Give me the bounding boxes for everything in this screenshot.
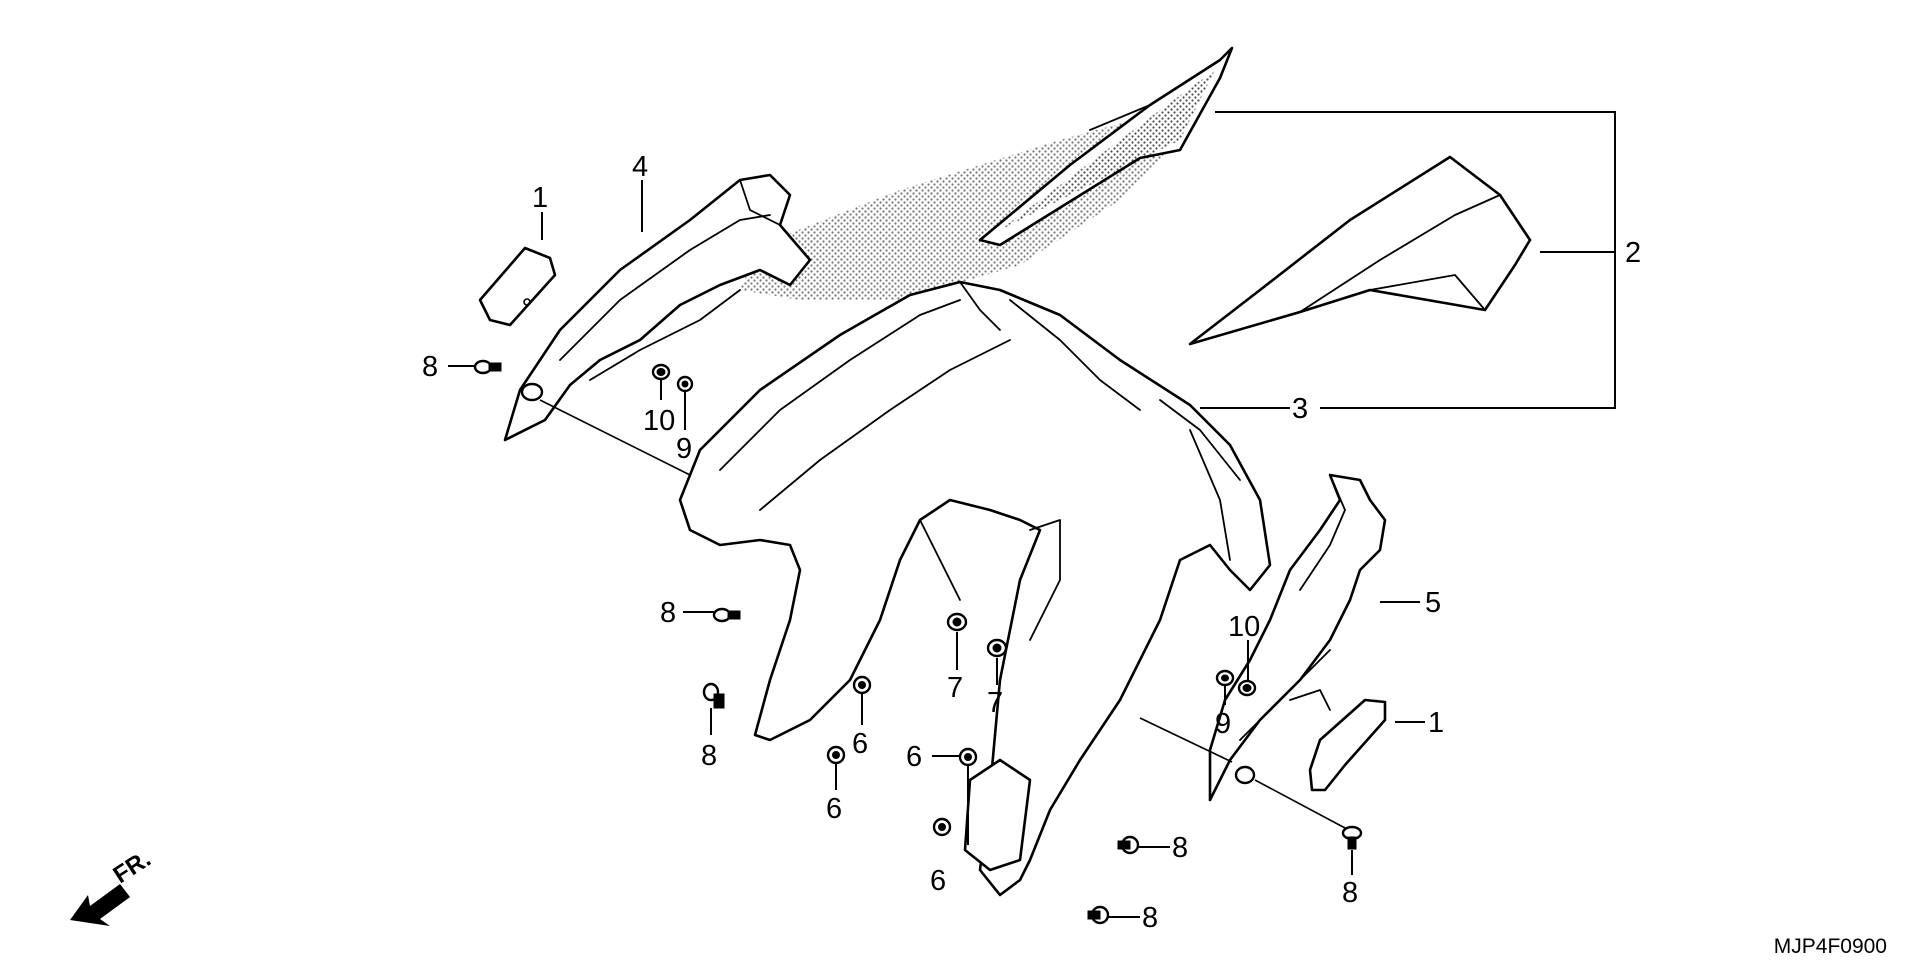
callout-5: 5 <box>1425 587 1441 619</box>
callout-9-right: 9 <box>1215 708 1231 740</box>
callout-8-bottom-upper: 8 <box>1172 832 1188 864</box>
callout-10-left: 10 <box>643 405 675 437</box>
callout-9-left: 9 <box>676 433 692 465</box>
nut-7-right[interactable] <box>986 638 1008 658</box>
callout-labels: 1 4 8 10 9 2 3 5 10 1 9 8 8 7 7 6 6 6 6 … <box>422 151 1641 934</box>
right-reflector[interactable] <box>1308 698 1387 792</box>
left-inner-cover[interactable] <box>503 173 812 442</box>
callout-7-left: 7 <box>947 672 963 704</box>
front-arrow-icon <box>70 884 130 926</box>
bolt-8-bottom-lower[interactable] <box>1087 905 1110 925</box>
callout-3: 3 <box>1292 393 1308 425</box>
callout-8-right: 8 <box>1342 877 1358 909</box>
callout-2: 2 <box>1625 237 1641 269</box>
left-reflector[interactable] <box>478 246 557 327</box>
nut-6-d[interactable] <box>932 817 952 837</box>
washer-9-left[interactable] <box>676 375 694 393</box>
callout-4: 4 <box>632 151 648 183</box>
front-label: FR. <box>109 845 156 889</box>
front-direction-indicator: FR. <box>70 845 156 926</box>
bolt-8-bottom-upper[interactable] <box>1117 835 1140 855</box>
callout-10-right: 10 <box>1228 611 1260 643</box>
bolt-8-right[interactable] <box>1341 825 1363 850</box>
right-inner-cover[interactable] <box>1208 473 1387 802</box>
front-fender[interactable] <box>678 280 1272 897</box>
callout-1-left: 1 <box>532 182 548 214</box>
callout-8-mid-upper: 8 <box>660 597 676 629</box>
diagram-code: MJP4F0900 <box>1774 935 1887 958</box>
callout-6-c: 6 <box>906 741 922 773</box>
decal-right[interactable] <box>1188 155 1532 346</box>
nut-6-a[interactable] <box>852 675 872 695</box>
leader-lines <box>448 111 1616 918</box>
callout-8-mid-lower: 8 <box>701 740 717 772</box>
washer-10-right[interactable] <box>1237 679 1257 697</box>
callout-8-bottom-lower: 8 <box>1142 902 1158 934</box>
callout-6-d: 6 <box>930 865 946 897</box>
nut-6-b[interactable] <box>826 745 846 765</box>
callout-7-right: 7 <box>987 687 1003 719</box>
callout-1-right: 1 <box>1428 707 1444 739</box>
callout-8-left-top: 8 <box>422 351 438 383</box>
nut-7-left[interactable] <box>946 612 968 632</box>
callout-6-a: 6 <box>852 728 868 760</box>
callout-6-b: 6 <box>826 793 842 825</box>
washer-10-left[interactable] <box>651 363 671 381</box>
bolt-8-mid-lower[interactable] <box>702 682 725 709</box>
hardware <box>473 359 1363 925</box>
bolt-8-left-top[interactable] <box>473 359 502 375</box>
washer-9-right[interactable] <box>1215 669 1235 687</box>
decal-stripe-upper[interactable] <box>978 46 1234 247</box>
bolt-8-mid-upper[interactable] <box>712 607 741 623</box>
nut-6-c[interactable] <box>958 747 978 767</box>
